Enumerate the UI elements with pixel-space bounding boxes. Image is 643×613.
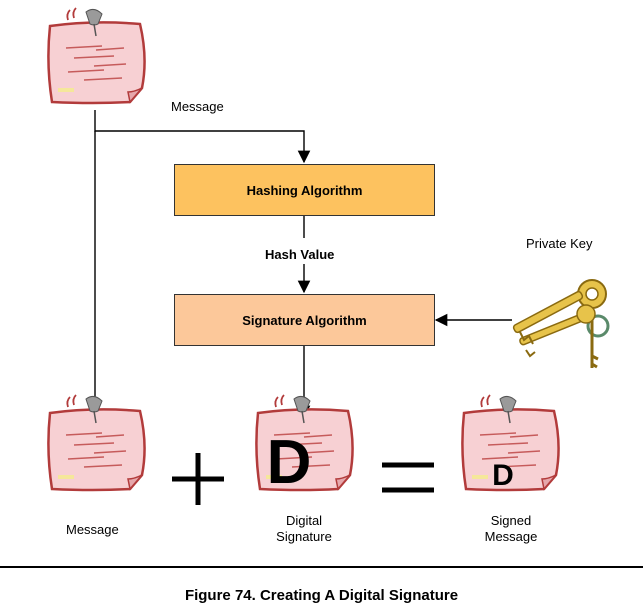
hashing-algorithm-box: Hashing Algorithm — [174, 164, 435, 216]
signature-algorithm-label: Signature Algorithm — [242, 312, 367, 328]
signed-message-line1: Signed — [490, 513, 532, 528]
flow-connectors — [88, 110, 512, 419]
message-top-label: Message — [171, 99, 224, 114]
hash-value-label: Hash Value — [265, 247, 335, 262]
caption-divider — [0, 566, 643, 568]
digital-signature-letter: D — [266, 428, 312, 497]
signed-message-label: Signed Message — [461, 513, 561, 545]
signed-message-line2: Message — [484, 529, 538, 544]
hashing-algorithm-label: Hashing Algorithm — [246, 182, 363, 198]
equals-operator — [382, 462, 434, 493]
pinned-note-icon — [47, 393, 146, 492]
message-bottom-label: Message — [66, 522, 119, 537]
digital-signature-line1: Digital — [285, 513, 323, 528]
plus-operator — [172, 453, 224, 505]
figure-caption: Figure 74. Creating A Digital Signature — [184, 587, 459, 604]
signature-algorithm-box: Signature Algorithm — [174, 294, 435, 346]
private-key-label: Private Key — [526, 236, 593, 251]
pinned-note-icon — [47, 6, 146, 105]
digital-signature-label: Digital Signature — [254, 513, 354, 545]
digital-signature-line2: Signature — [276, 529, 332, 544]
keys-icon — [512, 279, 610, 369]
signed-message-letter: D — [492, 459, 514, 492]
